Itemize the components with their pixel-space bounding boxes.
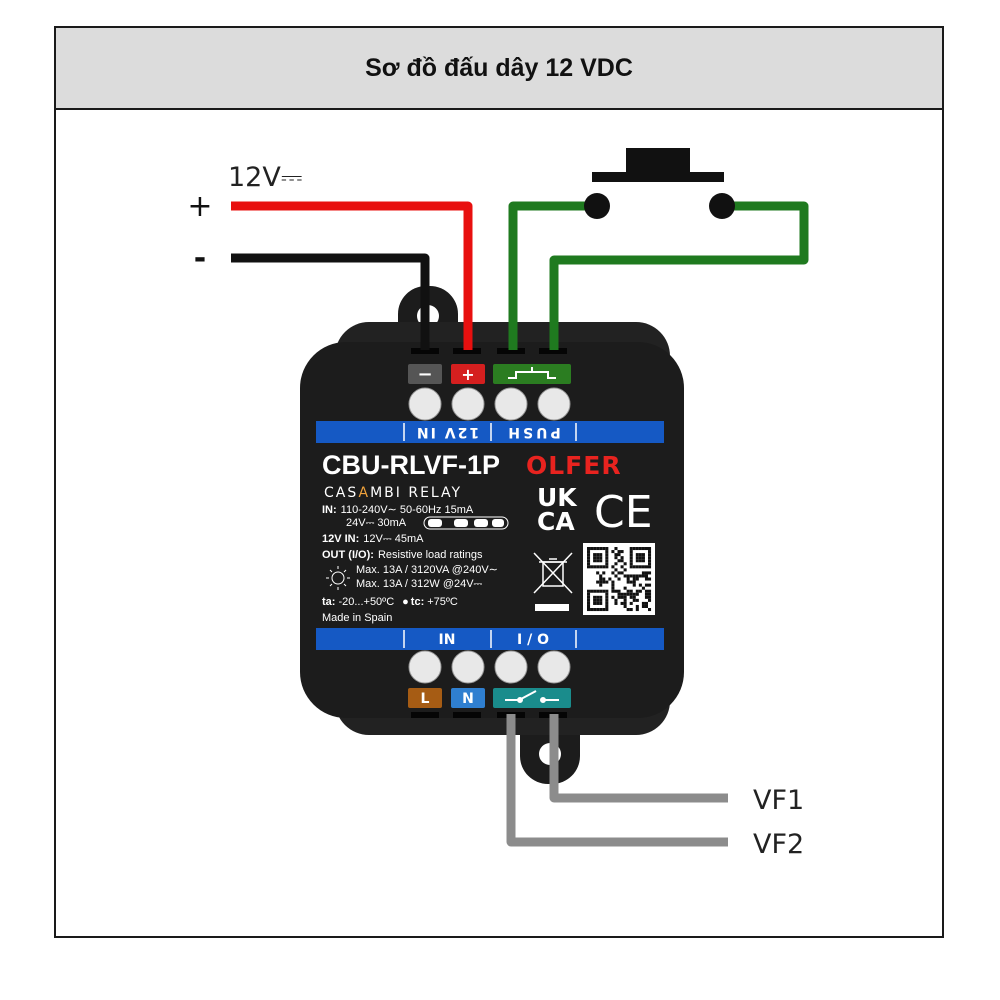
weee-bin-icon xyxy=(533,552,573,611)
wire-push-1 xyxy=(508,201,597,350)
spec-out: OUT (I/O):Resistive load ratings xyxy=(322,549,483,561)
terminal-screw-icon xyxy=(408,650,571,684)
brand-logo: OLFER xyxy=(526,451,622,480)
terminal-label-io xyxy=(493,688,571,708)
voltage-label: 12V⎓ xyxy=(228,162,302,193)
relay-device: − + 12V IN PUSH CBU-RLVF-1P OLFER CASAMB… xyxy=(300,286,684,784)
terminal-label-minus xyxy=(408,364,442,384)
bottom-band-in: IN xyxy=(439,632,456,648)
top-band xyxy=(316,421,664,443)
terminal-label-l-text: L xyxy=(421,691,430,707)
top-band-push: PUSH xyxy=(505,424,560,440)
svg-text:UK: UK xyxy=(537,483,578,512)
spec-temps: ta:-20...+50ºC●tc:+75ºC xyxy=(322,596,458,608)
plus-label: + xyxy=(187,189,212,224)
terminal-label-n-text: N xyxy=(462,691,474,707)
terminal-label-n xyxy=(451,688,485,708)
vf2-label: VF2 xyxy=(753,829,804,860)
minus-label: - xyxy=(194,241,206,276)
terminal-mapping-icon xyxy=(423,516,509,530)
wire-push-2 xyxy=(549,201,809,350)
terminal-label-l xyxy=(408,688,442,708)
spec-made-in: Made in Spain xyxy=(322,612,392,624)
ukca-mark: UK CA xyxy=(537,483,578,536)
wires xyxy=(231,201,809,847)
title-bar: Sơ đồ đấu dây 12 VDC xyxy=(56,28,942,110)
diagram-frame: Sơ đồ đấu dây 12 VDC xyxy=(54,26,944,938)
spec-load-line1: Max. 13A / 3120VA @240V∼ xyxy=(356,564,498,576)
vf1-label: VF1 xyxy=(753,785,804,816)
qr-code-icon xyxy=(583,543,655,615)
spec-block: IN:110-240V∼ 50-60Hz 15mA 24V⎓ 30mA 12V … xyxy=(322,504,509,624)
page-title: Sơ đồ đấu dây 12 VDC xyxy=(365,53,633,82)
terminal-screw-icon xyxy=(408,387,571,421)
bottom-band-io: I / O xyxy=(517,632,549,648)
relay-contact-icon xyxy=(505,690,559,703)
terminal-label-plus-text: + xyxy=(461,365,474,384)
wire-slots-top xyxy=(411,348,567,354)
spec-load-line2: Max. 13A / 312W @24V⎓ xyxy=(356,578,483,590)
ce-mark: CE xyxy=(594,487,653,538)
wire-negative xyxy=(231,253,430,350)
wire-vf1 xyxy=(549,714,728,803)
device-model: CBU-RLVF-1P xyxy=(322,450,500,480)
spec-in-line2: 24V⎓ 30mA xyxy=(346,517,407,529)
bottom-band xyxy=(316,628,664,650)
product-line: CASAMBI RELAY xyxy=(324,485,462,501)
push-button-switch xyxy=(584,148,735,219)
wire-vf2 xyxy=(506,714,728,847)
top-band-12v-in: 12V IN xyxy=(415,424,479,440)
spec-12v-in: 12V IN:12V⎓ 45mA xyxy=(322,533,424,545)
svg-text:CA: CA xyxy=(537,507,575,536)
lamp-icon xyxy=(326,566,350,590)
push-button-symbol-icon xyxy=(508,367,556,379)
wire-positive xyxy=(231,201,473,350)
spec-in-line1: IN:110-240V∼ 50-60Hz 15mA xyxy=(322,504,474,516)
terminal-label-minus-text: − xyxy=(417,364,432,385)
terminal-label-plus xyxy=(451,364,485,384)
